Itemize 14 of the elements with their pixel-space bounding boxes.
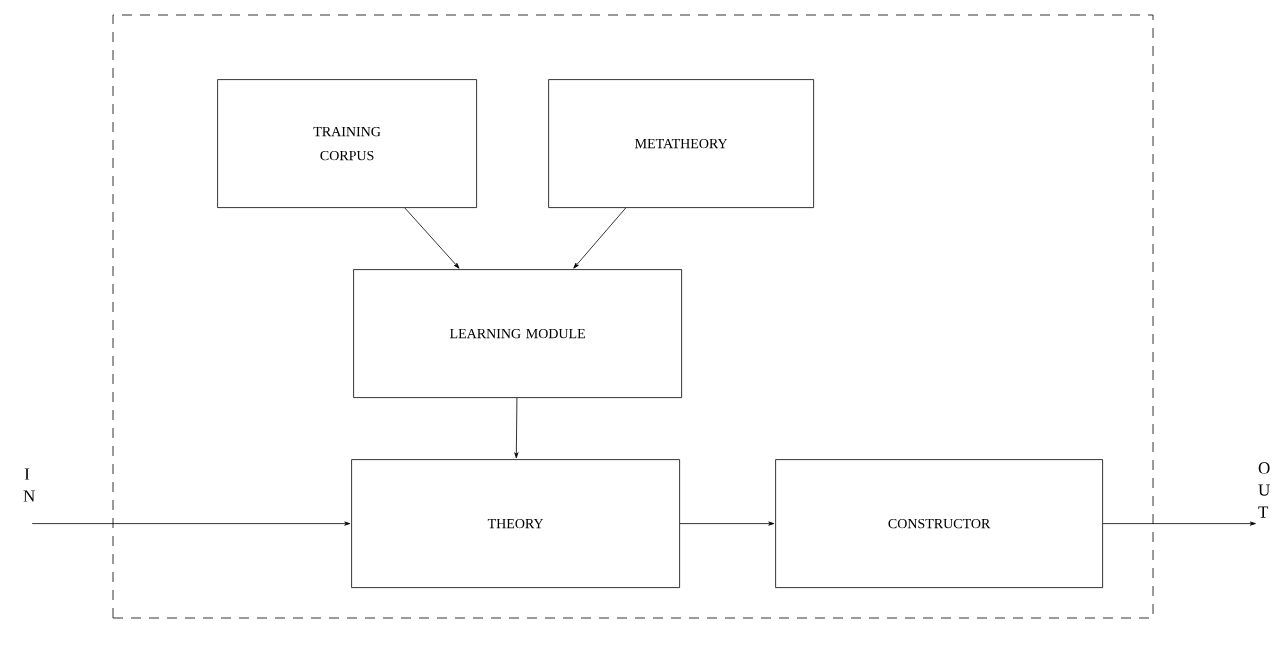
arrow: [679, 521, 775, 526]
process-box: LEARNING MODULE: [353, 269, 682, 398]
arrow: [514, 397, 519, 459]
dashed-boundary-box: [112, 14, 1154, 619]
arrow: [573, 207, 627, 269]
process-box: CONSTRUCTOR: [775, 459, 1103, 588]
arrow: [31, 521, 351, 526]
port-label: O U T: [1258, 462, 1270, 518]
process-box: TRAINING CORPUS: [217, 79, 477, 208]
port-label: I N: [23, 468, 35, 502]
arrow: [1102, 521, 1256, 526]
process-box: THEORY: [351, 459, 680, 588]
arrow: [404, 207, 460, 269]
process-box: METATHEORY: [548, 79, 814, 208]
